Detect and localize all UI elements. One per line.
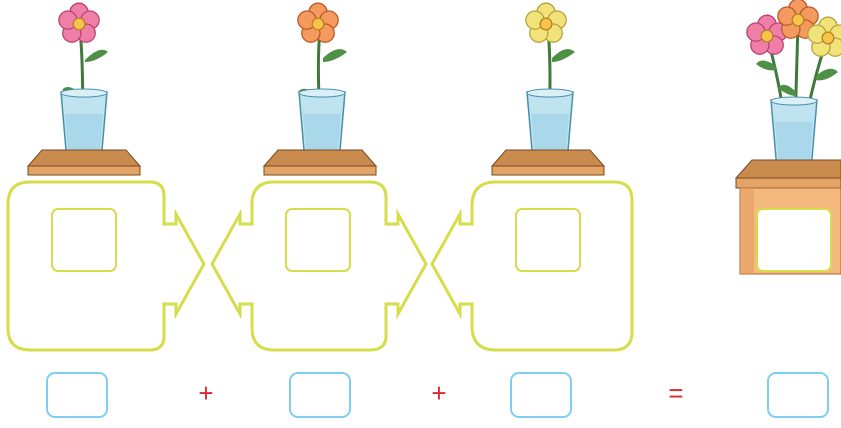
orange-flower-icon	[777, 0, 819, 39]
count-box[interactable]	[285, 208, 351, 272]
addend-2-box[interactable]	[289, 372, 351, 418]
leaf	[756, 60, 776, 71]
leaf	[552, 49, 575, 62]
leaf	[323, 49, 347, 62]
table-top	[491, 149, 605, 176]
leaf	[85, 49, 108, 62]
count-box[interactable]	[515, 208, 581, 272]
table-top	[263, 149, 377, 176]
count-box[interactable]	[51, 208, 117, 272]
pink-flower-icon	[58, 2, 100, 43]
leaf	[816, 68, 838, 81]
plus-sign-2: +	[431, 378, 447, 408]
total-count-box[interactable]	[756, 208, 832, 272]
panel-total	[734, 0, 841, 275]
addend-1-box[interactable]	[46, 372, 108, 418]
sum-box[interactable]	[767, 372, 829, 418]
panel-1	[6, 2, 206, 352]
equals-sign: =	[668, 378, 684, 408]
yellow-flower-icon	[525, 2, 567, 43]
addend-3-box[interactable]	[510, 372, 572, 418]
panel-3	[430, 2, 634, 352]
orange-flower-icon	[297, 2, 339, 43]
table-top	[27, 149, 141, 176]
panel-2	[210, 2, 428, 352]
leaf	[778, 84, 796, 96]
yellow-flower-icon	[807, 16, 841, 57]
pink-flower-icon	[746, 14, 788, 55]
plus-sign-1: +	[198, 378, 214, 408]
